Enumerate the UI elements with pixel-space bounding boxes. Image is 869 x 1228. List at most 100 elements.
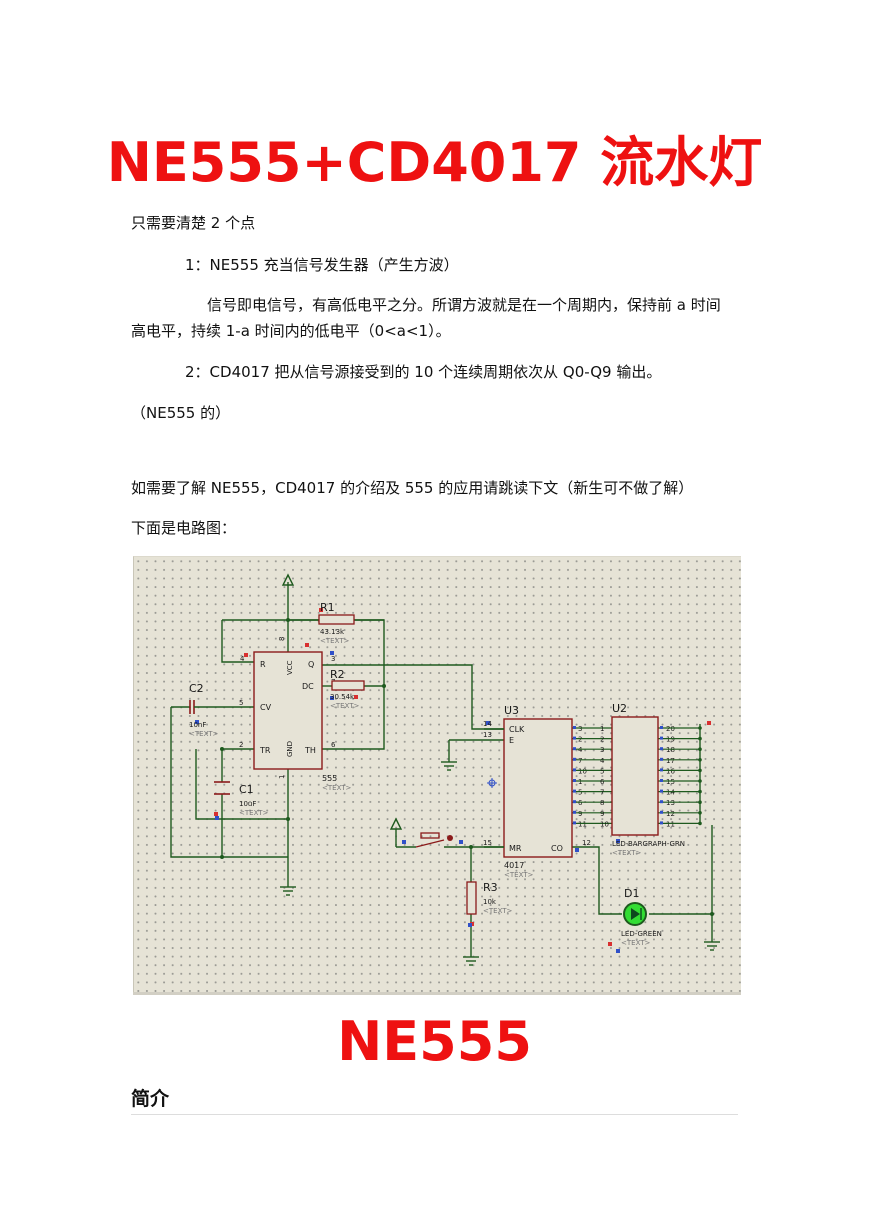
u2-right-pin-number: 15 [666, 778, 675, 786]
led-bargraph [611, 716, 659, 836]
pin-marker [660, 736, 663, 740]
pin-marker-blue [402, 840, 406, 844]
u3-output-pin-number: 10 [578, 767, 587, 775]
junction-dot [698, 758, 702, 762]
c2-name: C2 [189, 682, 204, 695]
wire-c2-down [170, 707, 288, 858]
u2-right-pin-number: 12 [666, 810, 675, 818]
r1-name: R1 [320, 601, 335, 614]
pin-marker [660, 779, 663, 782]
u2-left-pin-number: 1 [600, 725, 604, 733]
c1-name: C1 [239, 783, 254, 796]
pin-marker [660, 747, 663, 751]
pin-marker [660, 757, 663, 761]
ne555-text-placeholder: <TEXT> [322, 784, 352, 792]
pin-marker [573, 736, 576, 740]
paragraph-signal-line-1: 信号即电信号，有高低电平之分。所谓方波就是在一个周期内，保持前 a 时间 [207, 296, 721, 314]
section-heading-intro: 简介 [131, 1088, 170, 1110]
resistor-r2 [331, 680, 365, 691]
paragraph-ne555-note: （NE555 的） [131, 404, 231, 422]
u2-right-pin-number: 18 [666, 746, 675, 754]
junction-dot [698, 779, 702, 783]
junction-dot [220, 747, 224, 751]
resistor-r1 [318, 614, 355, 625]
resistor-r3 [466, 881, 477, 915]
pin-marker [573, 800, 576, 804]
junction-dot [698, 800, 702, 804]
u3-name: U3 [504, 704, 519, 717]
pin-marker [573, 810, 576, 814]
pin-marker [660, 810, 663, 814]
u3-text: <TEXT> [504, 871, 534, 879]
ne555-pinnum-r: 4 [240, 655, 245, 663]
u2-right-pin-number: 13 [666, 799, 675, 807]
u2-left-pin-number: 2 [600, 736, 604, 744]
pin-marker-red [608, 942, 612, 946]
r1-text: <TEXT> [320, 637, 350, 645]
probe-marker [487, 778, 497, 788]
u3-output-pin-number: 5 [578, 789, 582, 797]
u2-right-pin-number: 19 [666, 736, 675, 744]
pin-marker-blue [616, 839, 620, 843]
junction-dot [698, 768, 702, 773]
ne555-pinnum-vcc: 8 [278, 637, 286, 641]
r2-name: R2 [330, 668, 345, 681]
u3-output-pin-number: 1 [578, 778, 582, 786]
paragraph-point-2: 2：CD4017 把从信号源接受到的 10 个连续周期依次从 Q0-Q9 输出。 [185, 363, 662, 381]
ground-symbols [280, 761, 720, 966]
ne555-chip [253, 651, 323, 770]
junction-dot [698, 726, 702, 730]
u3-output-pin-number: 2 [578, 736, 582, 744]
u3-pinnum-co: 12 [582, 839, 591, 847]
pin-marker [573, 757, 576, 761]
junction-dot [710, 912, 714, 916]
capacitor-c2 [189, 700, 195, 714]
u2-part: LED-BARGRAPH-GRN [612, 840, 685, 848]
junction-dot [698, 789, 702, 794]
junction-dot [698, 811, 702, 815]
pin-marker [660, 821, 663, 825]
r2-value: 30.54k [330, 693, 355, 701]
pin-marker-blue [616, 949, 620, 953]
u3-output-pin-number: 6 [578, 799, 583, 807]
u2-right-pin-number: 16 [666, 767, 675, 775]
u3-output-pin-number: 4 [578, 746, 583, 754]
c1-text: <TEXT> [239, 809, 269, 817]
wire-tr-loop [195, 749, 288, 820]
ne555-pinnum-q: 3 [331, 655, 335, 663]
junction-dot [698, 821, 702, 826]
pin-marker-red [244, 653, 248, 657]
u2-name: U2 [612, 702, 627, 715]
pin-marker-red [354, 695, 358, 699]
r3-value: 10k [483, 898, 497, 906]
pin-marker-red [305, 643, 309, 647]
pin-marker-blue [486, 721, 490, 725]
ne555-pinnum-cv: 5 [239, 699, 243, 707]
junction-dot [698, 736, 702, 741]
paragraph-further-reading: 如需要了解 NE555，CD4017 的介绍及 555 的应用请跳读下文（新生可… [131, 479, 694, 497]
pin-marker [573, 779, 576, 782]
u2-left-pin-number: 8 [600, 799, 604, 807]
paragraph-signal-line-2: 高电平，持续 1-a 时间内的低电平（0<a<1）。 [131, 322, 451, 340]
u2-right-pin-number: 14 [666, 789, 675, 797]
u2-left-pin-number: 3 [600, 746, 604, 754]
u3-pinnum-mr: 15 [483, 839, 492, 847]
r1-value: 43.13k [320, 628, 345, 636]
pin-marker-blue [330, 651, 334, 655]
paragraph-circuit-intro: 下面是电路图： [131, 519, 237, 537]
c2-value: 10nF [189, 721, 206, 729]
u2-left-pin-number: 6 [600, 778, 605, 786]
ne555-pin-q: Q [308, 660, 314, 669]
pin-marker-blue [215, 816, 219, 820]
u3-pin-co: CO [551, 844, 563, 853]
u2-right-pin-number: 11 [666, 820, 675, 828]
u3-part: 4017 [504, 861, 524, 870]
d1-name: D1 [624, 887, 639, 900]
ne555-pin-vcc: VCC [286, 660, 294, 675]
ne555-pinnum-th: 6 [331, 741, 336, 749]
junction-dot [220, 855, 224, 859]
u2-left-pin-number: 4 [600, 757, 605, 765]
ne555-pin-dc: DC [302, 682, 314, 691]
cd4017-chip [503, 718, 573, 858]
section-heading-ne555: NE555 [337, 1010, 532, 1073]
